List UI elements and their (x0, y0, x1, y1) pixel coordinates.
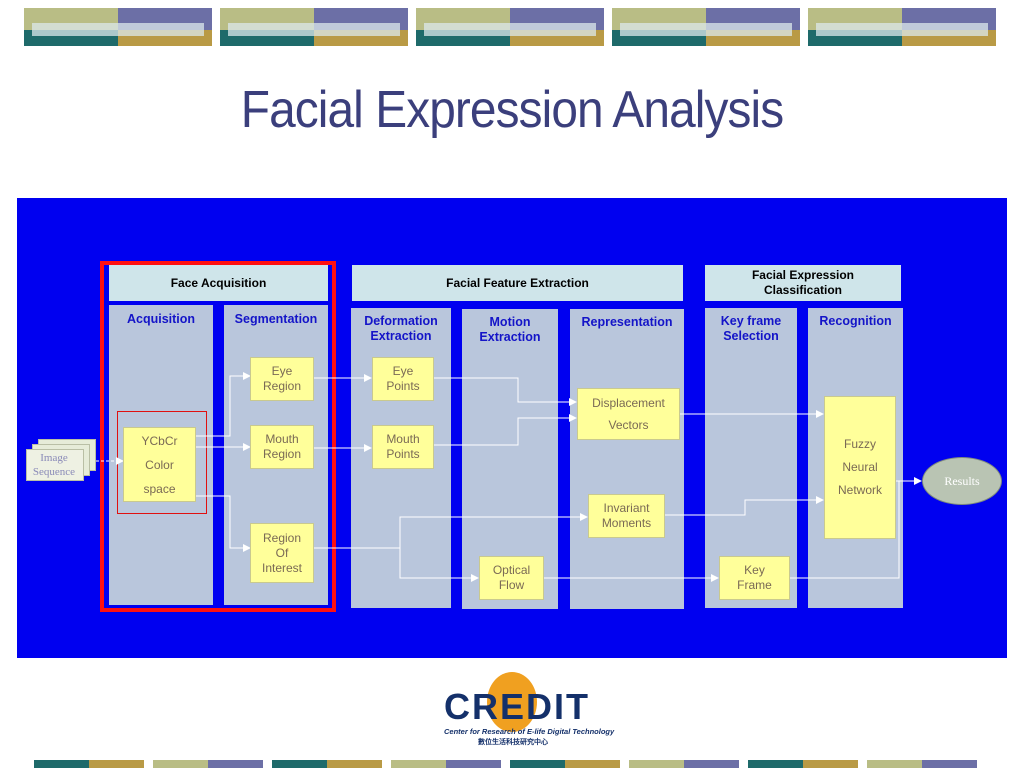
node-text: YCbCr (141, 433, 178, 448)
node-region-of-interest: Region Of Interest (250, 523, 314, 583)
node-text: Frame (737, 578, 772, 592)
node-displacement-vectors: Displacement Vectors (577, 388, 680, 440)
node-text: Points (386, 447, 420, 461)
logo-wordmark: CREDIT (444, 686, 590, 727)
stage-expression-classification: Facial Expression Classification (705, 265, 901, 301)
slide-title: Facial Expression Analysis (240, 81, 784, 139)
node-text: Points (386, 379, 420, 393)
column-representation (570, 309, 684, 609)
node-text: Region (262, 447, 302, 461)
col-title-recognition: Recognition (808, 314, 903, 329)
node-text: Invariant (603, 501, 650, 515)
node-text: Eye (392, 364, 414, 378)
image-sequence-line1: Image (40, 452, 68, 464)
logo-subtitle-chinese: 數位生活科技研究中心 (478, 739, 548, 746)
node-optical-flow: Optical Flow (479, 556, 544, 600)
node-text: Mouth (265, 432, 299, 446)
node-text: Optical (492, 563, 531, 577)
node-fuzzy-neural-network: Fuzzy Neural Network (824, 396, 896, 539)
node-text: Moments (601, 516, 652, 530)
logo-subtitle: Center for Research of E-life Digital Te… (444, 727, 615, 736)
node-text: Mouth (386, 432, 420, 446)
stage-label: Facial Expression (751, 268, 855, 282)
stage-feature-extraction: Facial Feature Extraction (352, 265, 683, 301)
col-title-text: Key frame (720, 314, 782, 328)
col-title-segmentation: Segmentation (224, 312, 328, 327)
col-title-text-line2: Extraction (370, 329, 432, 343)
node-text: Key (744, 563, 765, 577)
col-title-text: Deformation (364, 314, 438, 328)
col-title-text: Acquisition (126, 312, 196, 326)
stage-label-line2: Classification (763, 283, 843, 297)
node-eye-region: Eye Region (250, 357, 314, 401)
stage-label: Facial Feature Extraction (446, 275, 589, 290)
node-ycbcr: YCbCr Color space (123, 427, 196, 502)
node-text: Displacement (592, 396, 665, 410)
col-title-text: Representation (581, 315, 673, 329)
highlight-frame (100, 261, 336, 612)
node-text: Region (262, 379, 302, 393)
stage-face-acquisition: Face Acquisition (109, 265, 328, 301)
node-text: Flow (498, 578, 525, 592)
col-title-text-line2: Extraction (479, 330, 541, 344)
node-mouth-points: Mouth Points (372, 425, 434, 469)
node-text: Region (262, 530, 302, 545)
col-title-text: Segmentation (234, 312, 318, 326)
node-text: Neural (842, 460, 878, 474)
node-text: Network (837, 483, 882, 497)
node-text: Eye (271, 364, 293, 378)
col-title-acquisition: Acquisition (109, 312, 213, 327)
results-node: Results (922, 457, 1002, 505)
credit-logo: CREDIT Center for Research of E-life Dig… (440, 672, 614, 752)
col-title-text: Recognition (819, 314, 892, 328)
node-text: Color (145, 457, 174, 472)
stage-label: Face Acquisition (170, 275, 267, 290)
node-invariant-moments: Invariant Moments (588, 494, 665, 538)
node-eye-points: Eye Points (372, 357, 434, 401)
col-title-text: Motion (489, 315, 531, 329)
image-sequence-line2: Sequence (32, 466, 76, 478)
col-title-text-line2: Selection (723, 329, 779, 343)
node-text: Interest (261, 560, 303, 575)
col-title-representation: Representation (570, 315, 684, 330)
logo-circle (487, 672, 537, 732)
node-text: space (143, 481, 176, 496)
node-text: Fuzzy (843, 437, 876, 451)
node-text: Vectors (608, 418, 649, 432)
image-sequence-label: Image Sequence (24, 451, 84, 479)
node-mouth-region: Mouth Region (250, 425, 314, 469)
node-key-frame: Key Frame (719, 556, 790, 600)
node-text: Of (275, 545, 289, 560)
